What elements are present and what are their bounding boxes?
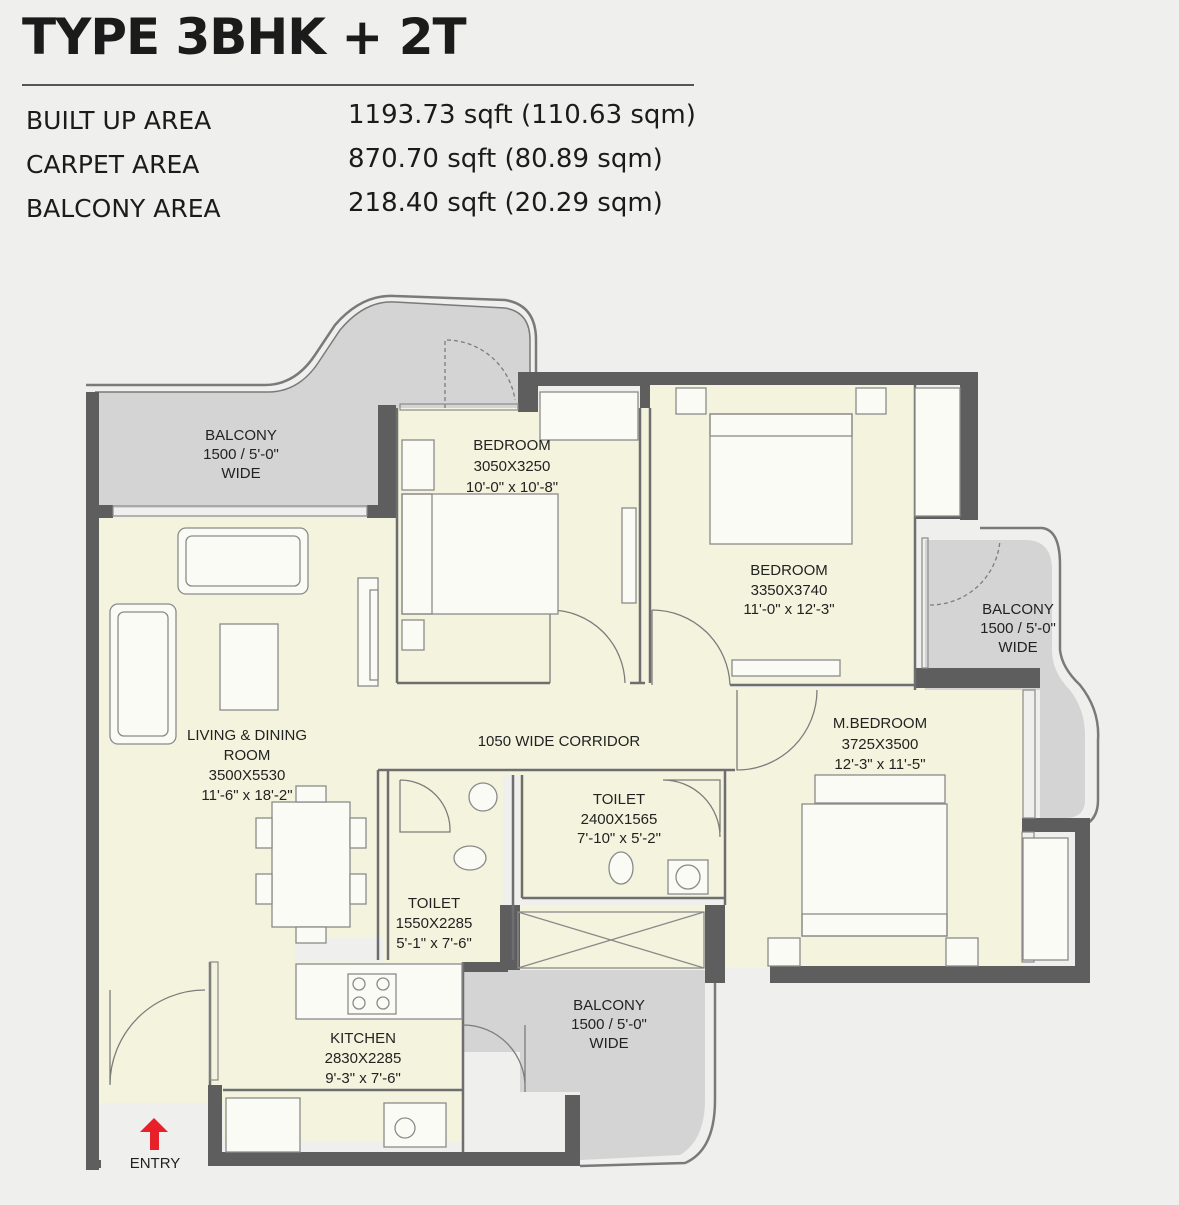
room-label-living-dining: LIVING & DINING ROOM 3500X5530 11'-6" x … (187, 727, 307, 804)
entry-label: ENTRY (130, 1155, 181, 1172)
area-row-built-up: BUILT UP AREA 1193.73 sqft (110.63 sqm) (26, 100, 706, 140)
walls (86, 372, 1090, 1170)
entry-arrow-icon (140, 1118, 168, 1150)
room-size: 12'-3" x 11'-5" (834, 756, 925, 773)
area-label: CARPET AREA (26, 150, 200, 179)
room-size: 1550X2285 (396, 915, 473, 932)
room-name: BEDROOM (750, 562, 828, 579)
room-size: 3500X5530 (209, 767, 286, 784)
room-size: 3725X3500 (842, 736, 919, 753)
room-size: 2830X2285 (325, 1050, 402, 1067)
room-label-master-bedroom: M.BEDROOM 3725X3500 12'-3" x 11'-5" (833, 715, 927, 773)
area-value: 218.40 sqft (20.29 sqm) (348, 188, 663, 218)
room-size: 1500 / 5'-0" (980, 620, 1056, 637)
room-size: 1500 / 5'-0" (203, 446, 279, 463)
room-label-bedroom-1: BEDROOM 3050X3250 10'-0" x 10'-8" (466, 437, 558, 496)
balcony-bottom (463, 970, 717, 1168)
room-size: WIDE (589, 1035, 628, 1052)
room-name: LIVING & DINING (187, 727, 307, 744)
windows (112, 403, 1036, 1081)
room-size: 2400X1565 (581, 811, 658, 828)
balcony-top-left (86, 294, 538, 508)
room-size: 11'-6" x 18'-2" (201, 787, 292, 804)
room-label-toilet-2: TOILET 2400X1565 7'-10" x 5'-2" (577, 791, 661, 847)
room-size: WIDE (221, 465, 260, 482)
room-label-balcony-left: BALCONY 1500 / 5'-0" WIDE (203, 427, 279, 482)
room-name: BALCONY (205, 427, 277, 444)
corridor-label: 1050 WIDE CORRIDOR (478, 733, 641, 750)
title-divider (22, 84, 694, 86)
room-name: BEDROOM (473, 437, 551, 454)
room-label-bedroom-2: BEDROOM 3350X3740 11'-0" x 12'-3" (743, 562, 834, 618)
room-name: TOILET (593, 791, 645, 808)
room-label-balcony-right: BALCONY 1500 / 5'-0" WIDE (980, 601, 1056, 656)
room-label-toilet-1: TOILET 1550X2285 5'-1" x 7'-6" (396, 895, 473, 952)
room-size: 9'-3" x 7'-6" (325, 1070, 401, 1087)
area-row-carpet: CARPET AREA 870.70 sqft (80.89 sqm) (26, 144, 706, 184)
room-size: 11'-0" x 12'-3" (743, 601, 834, 618)
doors (109, 339, 1001, 1092)
room-name: ROOM (224, 747, 271, 764)
room-name: TOILET (408, 895, 460, 912)
room-name: BALCONY (573, 997, 645, 1014)
room-size: 1500 / 5'-0" (571, 1016, 647, 1033)
area-label: BALCONY AREA (26, 194, 221, 223)
area-row-balcony: BALCONY AREA 218.40 sqft (20.29 sqm) (26, 188, 706, 228)
area-label: BUILT UP AREA (26, 106, 212, 135)
area-value: 870.70 sqft (80.89 sqm) (348, 144, 663, 174)
room-size: 3350X3740 (751, 582, 828, 599)
plan-title: TYPE 3BHK + 2T (22, 8, 467, 66)
room-size: WIDE (998, 639, 1037, 656)
room-name: BALCONY (982, 601, 1054, 618)
room-name: KITCHEN (330, 1030, 396, 1047)
interior-walls (208, 385, 917, 1152)
room-label-balcony-bottom: BALCONY 1500 / 5'-0" WIDE (571, 997, 647, 1052)
area-value: 1193.73 sqft (110.63 sqm) (348, 100, 696, 130)
room-name: M.BEDROOM (833, 715, 927, 732)
room-size: 7'-10" x 5'-2" (577, 830, 661, 847)
room-label-kitchen: KITCHEN 2830X2285 9'-3" x 7'-6" (325, 1030, 402, 1087)
room-size: 5'-1" x 7'-6" (396, 935, 472, 952)
room-size: 10'-0" x 10'-8" (466, 479, 558, 496)
furniture (109, 387, 1069, 1153)
room-size: 3050X3250 (474, 458, 551, 475)
